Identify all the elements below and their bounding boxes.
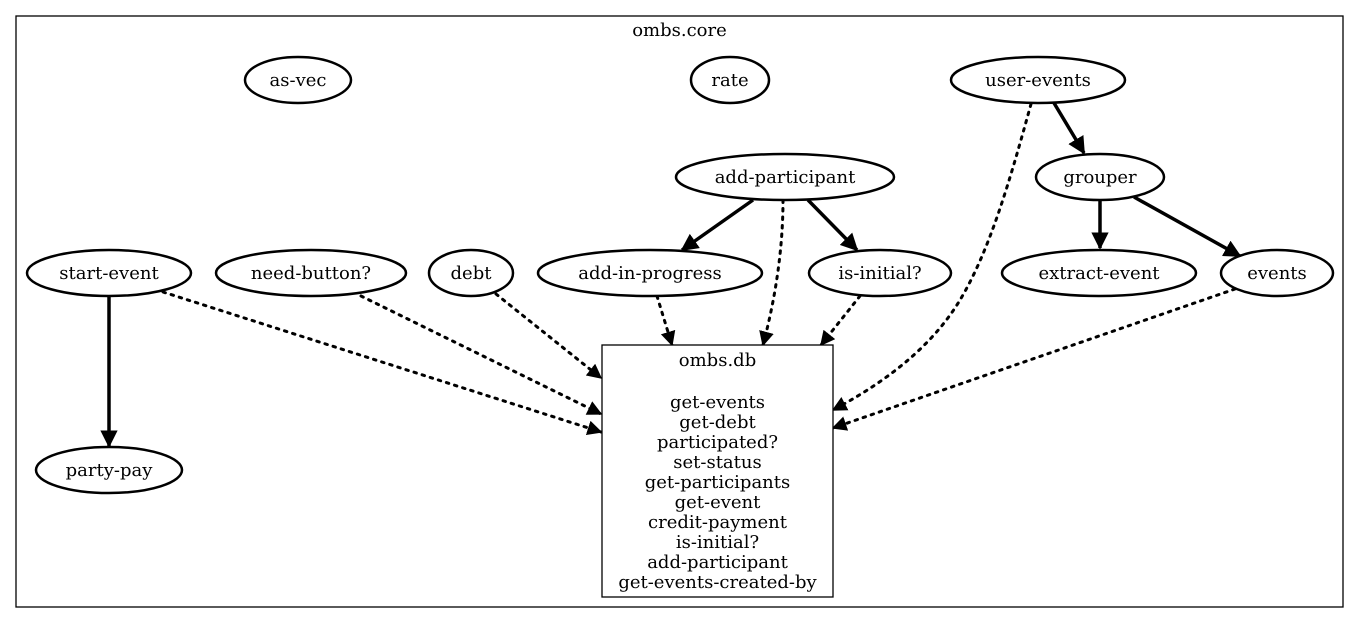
node-debt[interactable]: debt — [427, 248, 515, 298]
edge-need-button-db — [359, 294, 603, 416]
node-is-initial[interactable]: is-initial? — [807, 248, 953, 298]
db-function: set-status — [673, 452, 761, 473]
edge-add-participant-db — [759, 198, 785, 347]
node-add-in-progress[interactable]: add-in-progress — [536, 248, 764, 298]
db-function: get-events — [670, 392, 765, 413]
edge-grouper-events — [1133, 195, 1242, 258]
node-label: events — [1247, 263, 1307, 284]
db-function-list: get-eventsget-debtparticipated?set-statu… — [618, 392, 817, 593]
node-label: user-events — [985, 70, 1091, 91]
node-add-participant[interactable]: add-participant — [674, 152, 896, 202]
node-party-pay[interactable]: party-pay — [34, 445, 184, 495]
edge-add-participant-add-in-progress — [680, 198, 755, 252]
node-label: rate — [711, 70, 748, 91]
node-rate[interactable]: rate — [689, 55, 771, 105]
node-label: need-button? — [251, 263, 371, 284]
edge-user-events-grouper — [1052, 102, 1086, 155]
node-user-events[interactable]: user-events — [949, 55, 1127, 105]
node-label: add-participant — [715, 167, 856, 188]
node-events[interactable]: events — [1219, 248, 1335, 298]
node-label: party-pay — [66, 460, 154, 481]
edge-is-initial-db — [819, 294, 862, 347]
node-ombs-db[interactable]: ombs.db get-eventsget-debtparticipated?s… — [601, 344, 834, 598]
node-need-button[interactable]: need-button? — [214, 248, 408, 298]
edge-add-in-progress-db — [655, 294, 676, 347]
node-label: extract-event — [1038, 263, 1160, 284]
node-label: is-initial? — [838, 263, 921, 284]
node-label: start-event — [59, 263, 159, 284]
edges — [100, 102, 1242, 448]
node-as-vec[interactable]: as-vec — [243, 55, 353, 105]
db-function: get-events-created-by — [618, 572, 817, 593]
cluster-title: ombs.core — [632, 20, 727, 41]
edge-events-db — [831, 287, 1237, 431]
db-function: is-initial? — [676, 532, 759, 553]
node-start-event[interactable]: start-event — [25, 248, 193, 298]
node-extract-event[interactable]: extract-event — [1000, 248, 1198, 298]
cluster-ombs-core — [15, 15, 1344, 608]
node-label: debt — [451, 263, 493, 284]
nodes: as-vec rate user-events add-participant … — [25, 55, 1335, 598]
node-grouper[interactable]: grouper — [1034, 152, 1166, 202]
node-label: as-vec — [270, 70, 327, 91]
db-function: participated? — [657, 432, 778, 453]
db-function: add-participant — [647, 552, 788, 573]
node-label: add-in-progress — [578, 263, 722, 284]
db-function: get-event — [675, 492, 762, 513]
db-title: ombs.db — [679, 350, 756, 371]
edge-debt-db — [494, 292, 603, 380]
node-label: grouper — [1063, 167, 1137, 188]
edge-user-events-db — [831, 102, 1033, 412]
edge-add-participant-is-initial — [806, 198, 859, 252]
edge-start-event-db — [161, 290, 603, 436]
db-function: get-participants — [645, 472, 791, 493]
db-function: credit-payment — [648, 512, 788, 533]
db-function: get-debt — [679, 412, 756, 433]
